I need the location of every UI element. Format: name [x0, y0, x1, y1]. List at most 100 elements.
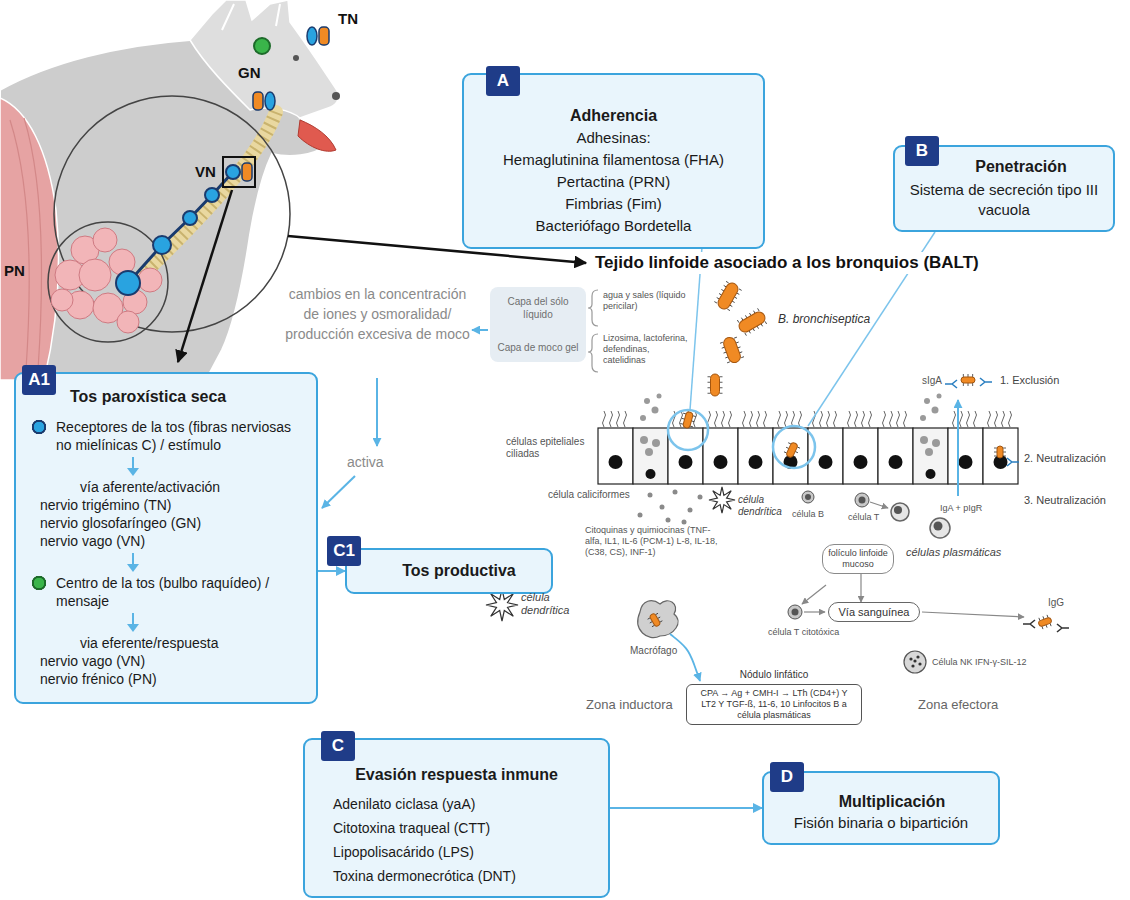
cilium	[624, 411, 627, 427]
stage-box: Evasión respuesta inmuneAdenilato ciclas…	[303, 738, 610, 898]
dog-figure	[0, 0, 340, 380]
cilium	[617, 411, 620, 427]
alveolus	[79, 259, 111, 291]
node-heading: Tos productiva	[377, 560, 541, 582]
dog-nose	[332, 92, 340, 100]
nk-granule	[913, 659, 916, 662]
bacterium-pilus	[737, 320, 739, 323]
leader-arrow	[957, 400, 959, 496]
bacterium-pilus	[727, 362, 730, 363]
stage-box: PenetraciónSistema de secreción tipo III…	[893, 145, 1115, 232]
flow-arrow-head	[127, 468, 139, 476]
epithelial-cell	[668, 428, 703, 484]
node-heading: Nódulo linfático	[687, 669, 861, 681]
cilium	[960, 411, 963, 427]
node-heading: Tos paroxística seca	[30, 386, 306, 408]
leader-arrow	[870, 502, 888, 508]
cell-label: célula T citotóxica	[768, 627, 839, 638]
section-title: Tejido linfoide asociado a los bronquios…	[592, 252, 982, 274]
dog-chest	[0, 98, 58, 380]
cough-receptors	[116, 165, 240, 295]
receptor-dot	[116, 271, 140, 295]
nerve-label: TN	[338, 10, 358, 28]
cilium	[778, 411, 781, 427]
badge-letter: C1	[333, 536, 355, 566]
cilium	[827, 411, 830, 427]
cell-nucleus	[679, 455, 693, 469]
node-text: Bacteriófago Bordetella	[474, 215, 753, 237]
stage-badge: C1	[327, 536, 361, 566]
cell-label: célula T	[848, 512, 879, 523]
antibody-symbol	[945, 380, 957, 388]
lung-zoom-circle	[48, 222, 168, 342]
bacterium-pilus	[1047, 615, 1048, 618]
antibody-label: sIgA	[922, 375, 942, 387]
highlight-circle	[668, 410, 708, 450]
bacterium-pilus	[714, 302, 717, 304]
cytokine-dot	[682, 520, 687, 525]
lymphocyte	[802, 491, 814, 503]
mucus-layer-band: Capa del sólo líquidoCapa de moco gel	[490, 287, 586, 362]
bacterium-pilus	[745, 333, 747, 336]
goblet-granule	[652, 439, 660, 447]
goblet-granule	[932, 439, 940, 447]
nerve-label: PN	[4, 262, 25, 280]
bacterium-pilus	[793, 456, 796, 457]
bacterium-body	[716, 281, 740, 311]
cilium	[715, 411, 718, 427]
epithelial-cell	[913, 428, 948, 484]
bacterium-pilus	[720, 342, 723, 343]
bacterium-pilus	[765, 321, 767, 324]
lymphocyte-nucleus	[792, 609, 799, 616]
node-heading: Vía sanguínea	[835, 605, 913, 619]
flow-arrow-shaft	[132, 553, 134, 565]
bacterium-pilus	[652, 625, 655, 627]
leader-arrow	[376, 378, 378, 446]
bacterium-body	[722, 336, 742, 365]
node-text: Citotoxina traqueal (CTT)	[319, 816, 594, 840]
bacterium-pilus	[720, 376, 723, 377]
nk-granule	[911, 664, 914, 667]
cilium	[603, 411, 606, 427]
goblet-granule	[920, 436, 928, 444]
stage-badge: B	[905, 136, 939, 166]
goblet-granule	[640, 436, 648, 444]
cilium	[848, 411, 851, 427]
flow-arrow	[126, 612, 140, 632]
cilium	[785, 411, 788, 427]
mucus-droplet	[644, 398, 650, 404]
bacterium-pilus	[720, 393, 723, 394]
node-text: Pertactina (PRN)	[474, 171, 753, 193]
flow-arrow-shaft	[132, 457, 134, 469]
cilium	[792, 411, 795, 427]
highlight-circle	[773, 426, 815, 468]
follicle-box: folículo linfoide mucoso	[822, 544, 894, 574]
cytokine-dot	[698, 495, 703, 500]
stage-badge: C	[321, 731, 355, 761]
nerve-marker	[265, 92, 275, 110]
cell-nucleus	[959, 455, 973, 469]
lymphocyte-nucleus	[859, 497, 866, 504]
cell-label: célula dendrítica	[738, 494, 790, 518]
cell-nucleus	[749, 455, 763, 469]
cell-label: célula caliciformes	[548, 489, 630, 501]
leader-arrow	[670, 634, 700, 681]
lymphocyte	[855, 493, 869, 507]
bacterium-pilus	[758, 308, 760, 311]
flow-arrow-icon	[126, 456, 140, 476]
cell-label: Macrófago	[630, 645, 677, 657]
flow-arrow-icon	[126, 552, 140, 572]
bacterium-pilus	[788, 443, 791, 444]
nerve-chain	[128, 172, 233, 283]
bacterium	[783, 440, 801, 459]
cilium	[974, 411, 977, 427]
bacterium-pilus	[727, 309, 730, 311]
bacterium-pilus	[1039, 618, 1040, 621]
leader-arrow	[802, 585, 826, 604]
cilium	[883, 411, 886, 427]
flow-arrow-icon	[126, 612, 140, 632]
node-text: vía aferente/activación	[30, 478, 306, 496]
node-heading: Capa del sólo líquido	[494, 295, 582, 321]
flow-arrow	[126, 456, 140, 476]
node-heading: Multiplicación	[774, 791, 988, 813]
